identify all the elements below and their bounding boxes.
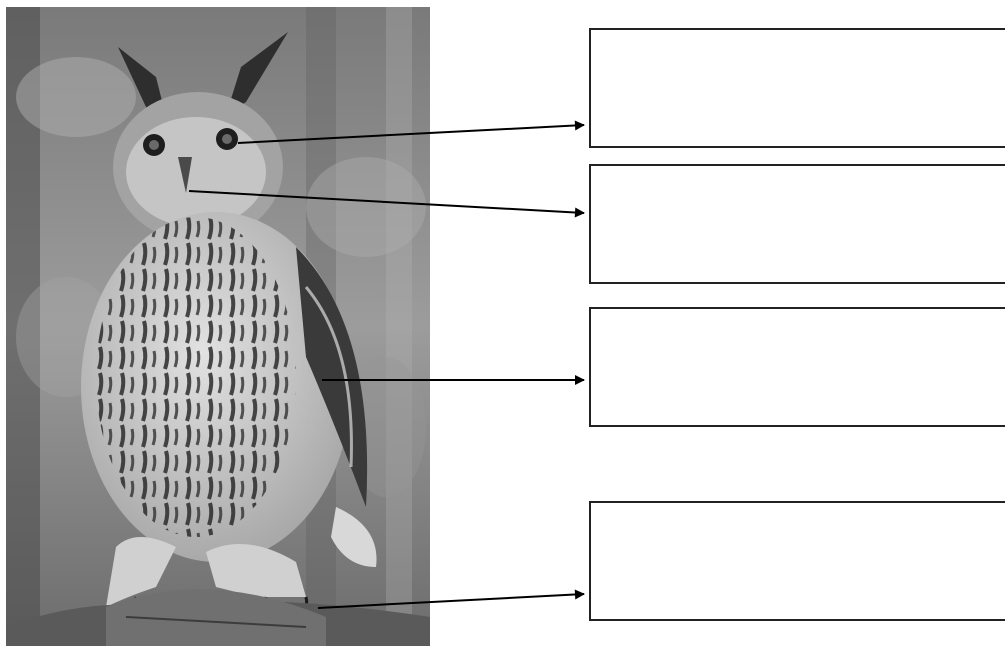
label-box-wing[interactable] (589, 307, 1005, 427)
label-text-wing (591, 309, 1005, 329)
arrow-beak (188, 190, 585, 218)
label-box-beak[interactable] (589, 164, 1005, 284)
label-text-talon (591, 503, 1005, 523)
owl-photo (6, 7, 430, 646)
label-text-eye (591, 30, 1005, 50)
label-text-beak (591, 166, 1005, 186)
label-box-talon[interactable] (589, 501, 1005, 621)
arrow-talon (317, 589, 585, 609)
arrow-eye (237, 120, 585, 144)
label-box-eye[interactable] (589, 28, 1005, 148)
